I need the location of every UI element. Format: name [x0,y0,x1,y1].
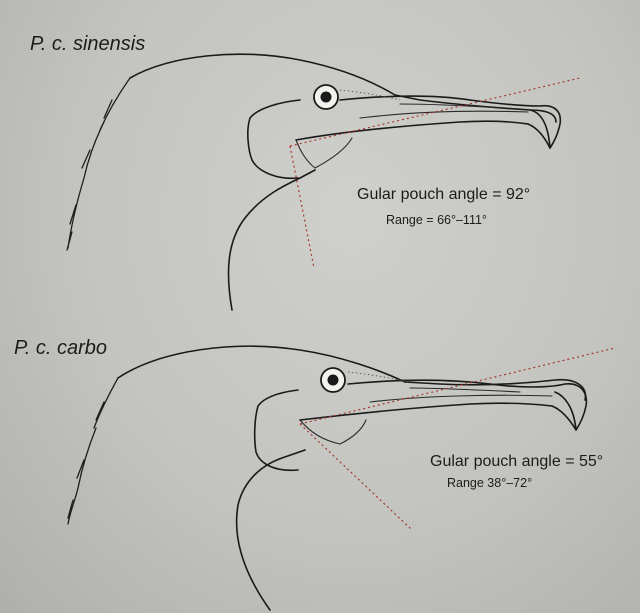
carbo-commissure [369,394,553,403]
sinensis-range-label: Range = 66°–111° [386,213,487,227]
sinensis-species-label: P. c. sinensis [30,33,146,55]
sinensis-gular-edge [295,137,353,169]
carbo-upper-mandible [347,379,588,431]
carbo-bill-hook [551,391,577,431]
carbo-eye-pupil [327,374,339,386]
sinensis-crown-outline [129,53,557,123]
carbo-range-label: Range 38°–72° [447,476,533,490]
carbo-nape-feathers [67,377,119,525]
carbo-angle-label: Gular pouch angle = 55° [430,453,604,470]
sinensis-nape-feathers [66,77,131,251]
carbo-angle-line-upper [299,347,616,425]
sinensis-upper-mandible [339,95,562,149]
carbo-throat-outline [235,449,306,611]
carbo-facial-skin [253,389,299,472]
carbo-feather-boundary [347,371,409,383]
carbo-angle-line-lower [299,423,413,531]
sinensis-angle-line-lower [289,145,315,269]
sinensis-eye-pupil [320,91,332,103]
carbo-head [67,345,616,611]
sinensis-lower-mandible [295,120,529,141]
carbo-crown-outline [117,345,587,401]
sinensis-commissure [359,110,529,119]
sinensis-nostril-groove [399,103,501,109]
sinensis-feather-boundary [339,89,401,101]
carbo-lower-mandible [299,402,553,421]
carbo-gular-edge [299,419,367,445]
sinensis-head [66,53,581,311]
carbo-nostril-groove [409,387,521,393]
sinensis-facial-skin [247,99,301,180]
sinensis-angle-label: Gular pouch angle = 92° [357,186,531,203]
sinensis-bill-hook [527,109,551,149]
carbo-species-label: P. c. carbo [14,337,108,359]
sinensis-throat-outline [227,169,316,311]
